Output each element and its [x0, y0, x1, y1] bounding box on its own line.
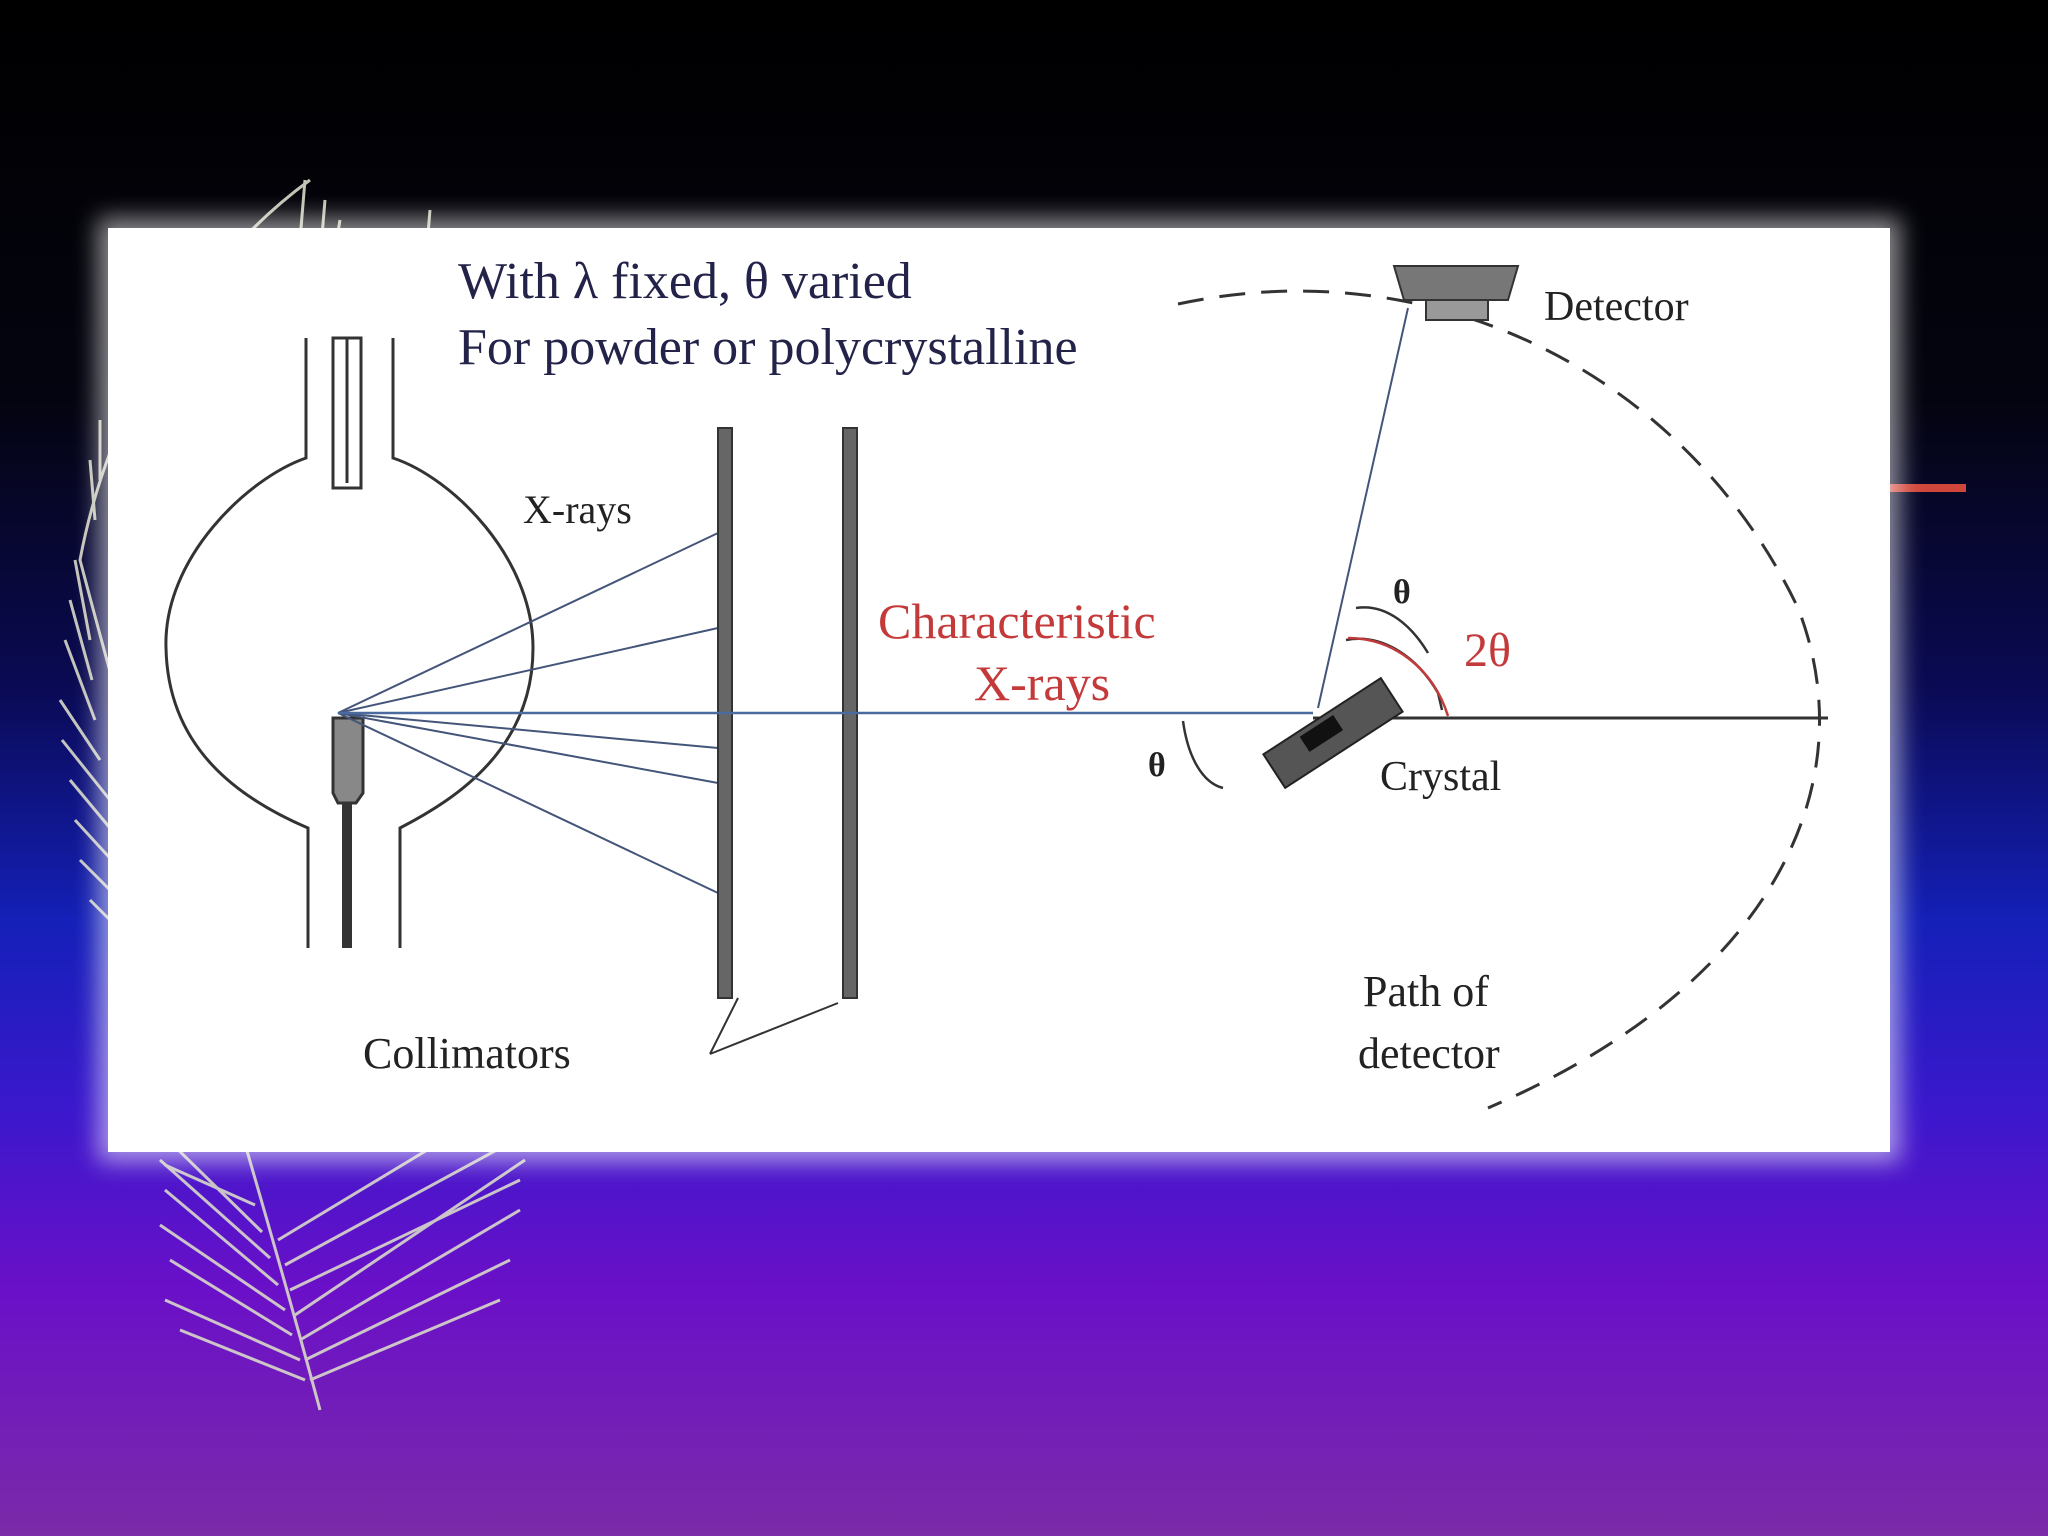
two-theta-arc [1347, 636, 1450, 717]
characteristic-label-line2: X-rays [974, 655, 1110, 711]
crystal [1262, 676, 1404, 790]
collimators-label: Collimators [363, 1029, 571, 1078]
theta-label-top: θ [1393, 574, 1411, 611]
diagram-title-line1: With λ fixed, θ varied [458, 253, 912, 310]
collimators [709, 427, 858, 1055]
theta-label-bottom: θ [1148, 747, 1166, 784]
diagram-panel: With λ fixed, θ varied For powder or pol… [108, 228, 1890, 1152]
two-theta-label: 2θ [1464, 624, 1511, 677]
detector-label: Detector [1544, 284, 1689, 330]
diffracted-ray [1317, 307, 1409, 709]
xray-tube [164, 336, 535, 948]
diagram-title-line2: For powder or polycrystalline [458, 319, 1078, 376]
xray-diffraction-diagram: With λ fixed, θ varied For powder or pol… [164, 253, 1828, 1110]
accent-line [1880, 484, 1966, 492]
path-label-line1: Path of [1363, 967, 1489, 1016]
ray-fan [337, 532, 719, 894]
crystal-label: Crystal [1380, 754, 1501, 800]
path-label-line2: detector [1358, 1029, 1500, 1078]
detector-path [1177, 289, 1821, 1110]
characteristic-label-line1: Characteristic [878, 593, 1156, 649]
xrays-label: X-rays [523, 487, 632, 532]
detector [1392, 265, 1520, 321]
